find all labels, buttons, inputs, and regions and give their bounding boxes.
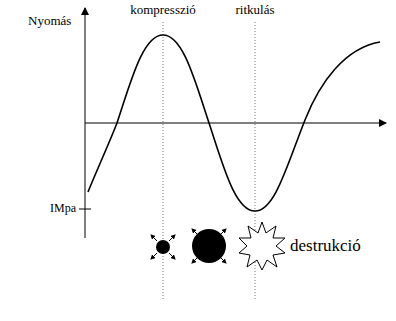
axis-title: Nyomás	[28, 14, 71, 28]
large-bubble	[192, 229, 226, 263]
axis-value: IMpa	[50, 202, 76, 215]
collapse-label: destrukció	[290, 237, 361, 256]
guide-line	[163, 22, 164, 300]
phase-label: kompresszió	[130, 3, 196, 17]
pressure-curve	[88, 35, 380, 211]
small-bubble	[156, 240, 170, 254]
x-axis	[85, 123, 386, 124]
collapse-starburst	[239, 222, 285, 270]
expansion-arrows	[192, 229, 226, 263]
expansion-arrows	[151, 235, 175, 259]
axis-tick	[79, 209, 91, 210]
phase-label: ritkulás	[236, 3, 275, 17]
